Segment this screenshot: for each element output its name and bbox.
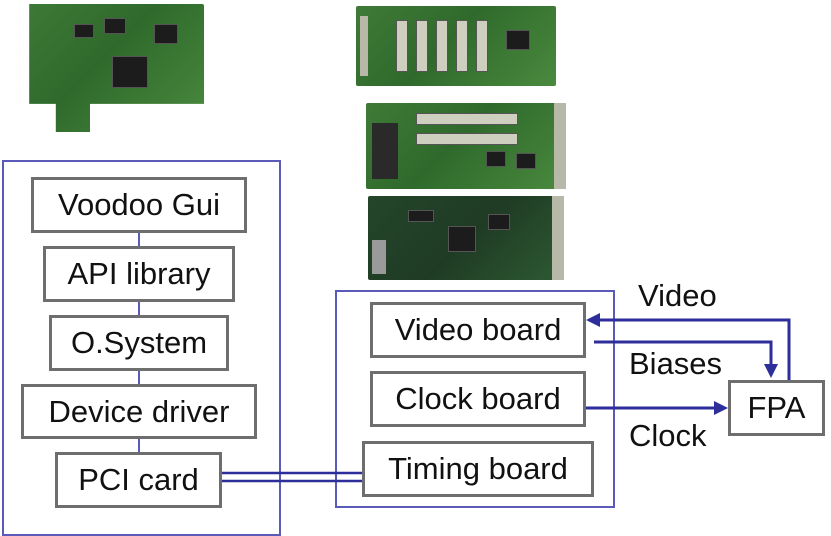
fpa-box: FPA (728, 380, 825, 436)
controller-frame (335, 290, 615, 508)
video-board-box: Video board (370, 302, 586, 358)
clock-board-photo (366, 103, 566, 189)
stack-os: O.System (49, 315, 229, 371)
biases-wire (594, 340, 773, 368)
stack-voodoo-gui: Voodoo Gui (31, 177, 247, 233)
stack-pci-card: PCI card (55, 452, 222, 508)
clock-signal-label: Clock (629, 418, 707, 453)
timing-board-box: Timing board (362, 441, 594, 497)
video-signal-label: Video (638, 278, 717, 313)
stack-api-library: API library (43, 246, 235, 302)
video-board-photo (356, 6, 556, 86)
timing-board-photo (368, 196, 564, 280)
clock-board-box: Clock board (370, 371, 586, 427)
stack-device-driver: Device driver (21, 384, 257, 439)
video-wire (594, 318, 791, 380)
biases-signal-label: Biases (629, 346, 723, 381)
software-frame (2, 160, 281, 536)
